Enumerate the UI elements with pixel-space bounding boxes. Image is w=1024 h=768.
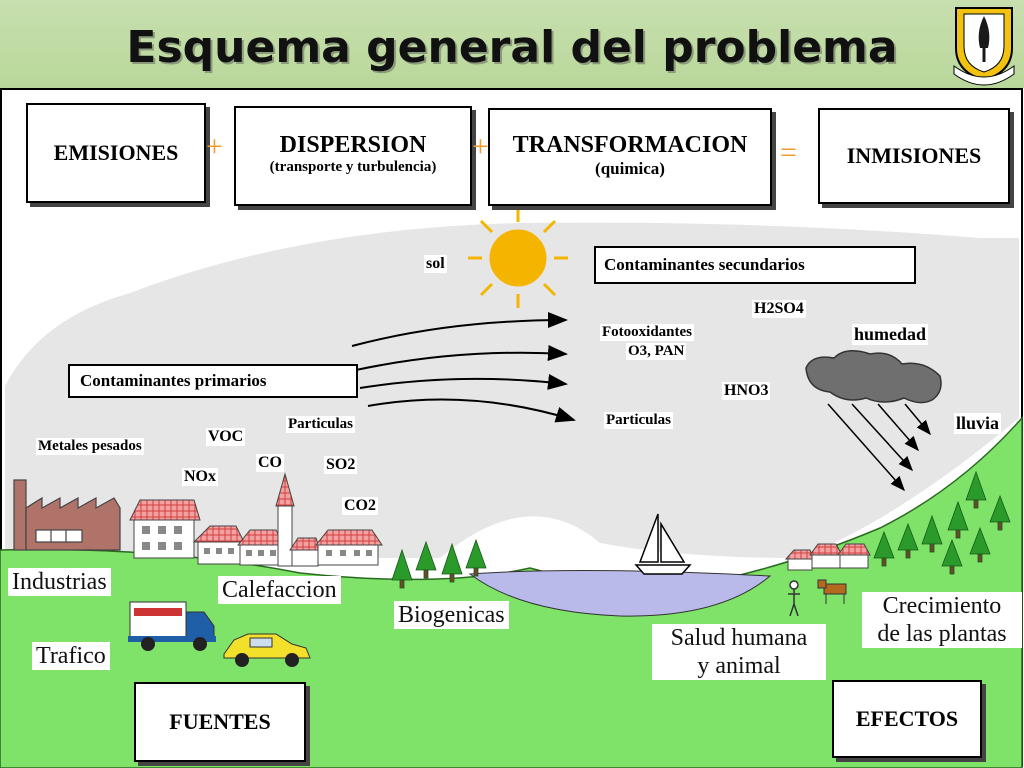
village-buildings xyxy=(784,543,871,571)
efectos-box: EFECTOS xyxy=(832,680,982,758)
car-icon xyxy=(223,633,311,667)
efectos-label: EFECTOS xyxy=(855,706,959,731)
rain-arrow-3 xyxy=(877,403,919,452)
tree-icon xyxy=(465,538,487,577)
transformacion-sublabel: (quimica) xyxy=(595,159,665,178)
tree-icon xyxy=(921,514,943,553)
plus-sign-2: + xyxy=(472,130,489,163)
salud-line-1: Salud humana xyxy=(670,625,808,651)
contaminantes-secundarios-label: Contaminantes secundarios xyxy=(604,255,805,274)
co-label: CO xyxy=(256,454,284,472)
transformacion-label: TRANSFORMACION xyxy=(512,132,748,158)
tree-icon xyxy=(415,540,437,579)
biogenicas-label: Biogenicas xyxy=(394,601,509,629)
rain-arrow-1 xyxy=(827,403,905,492)
crecimiento-label: Crecimiento de las plantas xyxy=(862,592,1022,648)
emisiones-label: EMISIONES xyxy=(53,140,179,165)
tree-icon xyxy=(947,500,969,539)
tree-icon xyxy=(897,522,919,559)
transport-arrow-1 xyxy=(351,312,568,347)
town-buildings xyxy=(129,472,383,567)
crecimiento-line-2: de las plantas xyxy=(877,621,1007,647)
salud-label: Salud humana y animal xyxy=(652,624,826,680)
fotooxidantes-label: Fotooxidantes xyxy=(600,324,694,341)
dispersion-label: DISPERSION xyxy=(279,132,427,158)
calefaccion-label: Calefaccion xyxy=(218,576,341,604)
crecimiento-line-1: Crecimiento xyxy=(882,593,1002,619)
emisiones-box: EMISIONES xyxy=(26,103,206,203)
rain-arrow-2 xyxy=(851,403,914,472)
dispersion-sublabel: (transporte y turbulencia) xyxy=(269,159,437,175)
sun-icon xyxy=(468,208,568,308)
equals-sign: = xyxy=(780,136,797,169)
university-seal-icon xyxy=(953,7,1015,86)
fuentes-box: FUENTES xyxy=(134,682,306,762)
rain-arrow-4 xyxy=(904,403,931,436)
factory-icon xyxy=(13,479,121,551)
cloud-icon xyxy=(805,350,942,404)
nox-label: NOx xyxy=(182,468,218,486)
tree-icon xyxy=(941,538,963,575)
contaminantes-primarios-box: Contaminantes primarios xyxy=(68,364,358,398)
tree-icon xyxy=(873,530,895,567)
transformacion-box: TRANSFORMACION (quimica) xyxy=(488,108,772,206)
lluvia-label: lluvia xyxy=(954,413,1002,434)
sol-label: sol xyxy=(424,255,447,273)
transport-arrow-3 xyxy=(359,374,568,390)
page-title: Esquema general del problema xyxy=(126,22,898,73)
tree-icon xyxy=(969,526,991,563)
salud-line-2: y animal xyxy=(697,653,781,679)
title-banner xyxy=(0,0,1024,88)
hno3-label: HNO3 xyxy=(722,382,771,400)
particulas-primarias-label: Particulas xyxy=(286,416,355,433)
so2-label: SO2 xyxy=(324,456,358,474)
metales-pesados-label: Metales pesados xyxy=(36,438,144,455)
tree-icon xyxy=(989,494,1011,531)
trees xyxy=(391,470,1011,589)
fuentes-label: FUENTES xyxy=(169,709,271,734)
humedad-label: humedad xyxy=(852,324,929,345)
industrias-label: Industrias xyxy=(8,568,111,596)
lake xyxy=(468,569,772,617)
plus-sign-1: + xyxy=(206,130,223,163)
tree-icon xyxy=(965,470,987,509)
inmisiones-label: INMISIONES xyxy=(846,143,982,168)
o3-pan-label: O3, PAN xyxy=(626,343,687,360)
transport-arrow-4 xyxy=(367,398,576,423)
contaminantes-secundarios-box: Contaminantes secundarios xyxy=(594,246,916,284)
voc-label: VOC xyxy=(206,428,246,446)
sailboat xyxy=(634,513,692,575)
co2-label: CO2 xyxy=(342,497,378,515)
h2so4-label: H2SO4 xyxy=(752,300,806,318)
inmisiones-box: INMISIONES xyxy=(818,108,1010,204)
truck-icon xyxy=(128,601,216,651)
dispersion-box: DISPERSION (transporte y turbulencia) xyxy=(234,106,472,206)
human-icon xyxy=(788,580,800,617)
transport-arrow-2 xyxy=(355,344,568,371)
trafico-label: Trafico xyxy=(32,642,110,670)
cow-icon xyxy=(817,579,847,604)
tree-icon xyxy=(391,548,413,589)
contaminantes-primarios-label: Contaminantes primarios xyxy=(80,371,267,390)
tree-icon xyxy=(441,542,463,583)
particulas-secundarias-label: Particulas xyxy=(604,412,673,429)
